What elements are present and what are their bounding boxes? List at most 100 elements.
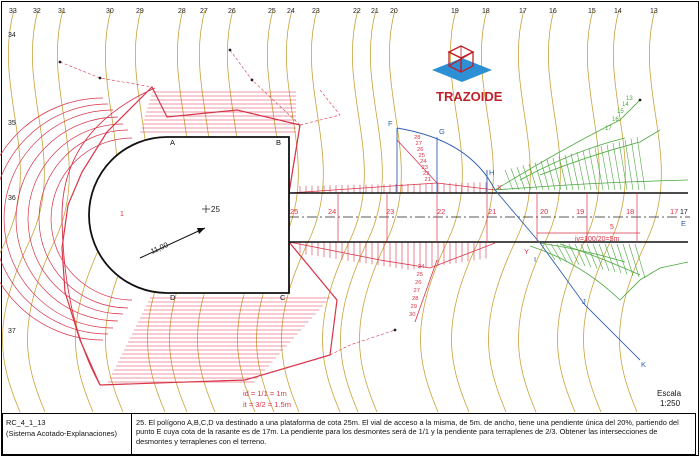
contour-line xyxy=(619,9,662,413)
contour-line xyxy=(2,9,45,413)
hatch-line xyxy=(562,243,574,264)
hatch-line xyxy=(586,243,598,269)
contour-line xyxy=(0,9,21,255)
cut-tick-28: 28 xyxy=(412,296,418,302)
cut-tick-21: 21 xyxy=(425,177,431,183)
hatch-line xyxy=(568,243,580,265)
fill-tick-14: 14 xyxy=(622,102,629,108)
hatch-line xyxy=(516,166,526,191)
contour-label-33: 33 xyxy=(9,8,17,15)
cut-tick-23: 23 xyxy=(422,165,428,171)
radius-line xyxy=(139,227,206,259)
title-divider xyxy=(131,414,132,454)
logo-plane-icon xyxy=(432,58,492,82)
vertex-c: C xyxy=(280,293,286,302)
scale-value: 1:250 xyxy=(660,399,681,408)
grid-label-35: 35 xyxy=(8,120,16,127)
legend-cut: id = 1/1 = 1m xyxy=(243,389,287,398)
road-cut-hatch xyxy=(299,182,487,270)
cut-slope-region xyxy=(0,85,338,386)
platform-outline xyxy=(88,136,290,294)
fill-tick-16: 16 xyxy=(612,117,619,123)
cut-tick-24: 24 xyxy=(420,159,427,165)
hatch-line xyxy=(616,243,628,275)
slope-interval-label: 5 xyxy=(610,224,614,231)
vertex-y: Y xyxy=(524,247,529,256)
hatch-line xyxy=(528,163,538,191)
cut-arcs xyxy=(0,97,133,341)
contour-label-14: 14 xyxy=(614,8,622,15)
hatch-line xyxy=(594,147,604,191)
hatch-line xyxy=(624,139,634,191)
hatch-line xyxy=(574,243,586,267)
vertex-x: X xyxy=(497,183,502,192)
road-cut-wedges xyxy=(288,124,496,323)
contour-line xyxy=(281,9,324,413)
hatch-line xyxy=(612,142,622,191)
road-label-22: 22 xyxy=(437,207,445,216)
vertex-k: K xyxy=(641,360,646,369)
cut-tick-26: 26 xyxy=(415,280,421,286)
slope-formula: iv=100/20=5m xyxy=(575,236,620,243)
vertex-a: A xyxy=(170,138,175,147)
road-label-24: 24 xyxy=(328,207,336,216)
hatch-line xyxy=(628,243,640,277)
hatch-line xyxy=(576,151,586,191)
fill-hatch xyxy=(504,136,646,279)
contour-label-32: 32 xyxy=(33,8,41,15)
contour-label-26: 26 xyxy=(228,8,236,15)
contour-label-25: 25 xyxy=(268,8,276,15)
platform-center-mark xyxy=(202,205,210,213)
hatch-line xyxy=(582,150,592,191)
road-label-20: 20 xyxy=(540,207,548,216)
hatch-line xyxy=(580,243,592,268)
contour-label-29: 29 xyxy=(136,8,144,15)
logo-cube-icon xyxy=(447,45,475,74)
grid-label-37: 37 xyxy=(8,328,16,335)
cut-tick-30: 30 xyxy=(409,312,415,318)
cut-hatch-upper xyxy=(140,91,296,133)
hatch-line xyxy=(636,136,646,191)
exercise-statement: 25. El polígono A,B,C,D va destinado a u… xyxy=(136,418,679,446)
contour-line xyxy=(27,9,70,413)
contour-line xyxy=(359,9,402,413)
platform-center-label: 25 xyxy=(211,205,220,214)
contour-label-30: 30 xyxy=(106,8,114,15)
trazoide-logo: TRAZOIDE xyxy=(432,45,503,104)
hatch-line xyxy=(510,168,520,191)
vertex-labels: A B C D E F G H I J K X Y 17 xyxy=(170,119,688,369)
interval-label: 1 xyxy=(120,211,124,218)
hatch-line xyxy=(606,144,616,191)
hatch-line xyxy=(534,162,544,191)
cut-tick-25: 25 xyxy=(419,153,425,159)
contour-line xyxy=(322,9,365,413)
grid-label-36: 36 xyxy=(8,195,16,202)
contour-line xyxy=(340,9,383,413)
contour-label-19: 19 xyxy=(451,8,459,15)
contour-label-22: 22 xyxy=(353,8,361,15)
vertex-f: F xyxy=(388,119,393,128)
contour-label-17: 17 xyxy=(519,8,527,15)
vertex-g: G xyxy=(439,127,445,136)
cut-tick-29: 29 xyxy=(411,304,417,310)
legend-fill: it = 3/2 = 1.5m xyxy=(243,400,291,409)
fill-tick-15: 15 xyxy=(617,109,624,115)
construction-lines xyxy=(396,127,641,361)
contour-label-27: 27 xyxy=(200,8,208,15)
vertex-d: D xyxy=(170,293,176,302)
cut-tick-27: 27 xyxy=(414,288,420,294)
contour-line xyxy=(488,9,531,413)
vertex-b: B xyxy=(276,138,281,147)
exercise-id: RC_4_1_13 xyxy=(6,418,46,427)
hatch-line xyxy=(556,243,568,263)
cut-tick-22: 22 xyxy=(423,171,429,177)
road-label-19: 19 xyxy=(576,207,584,216)
cut-tick-28: 28 xyxy=(414,135,420,141)
